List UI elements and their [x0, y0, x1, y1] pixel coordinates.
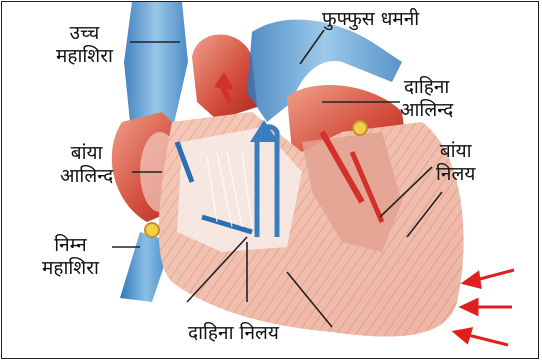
superior-vena-cava-shape: [124, 2, 188, 132]
label-superior-vena-cava: उच्च महाशिरा: [56, 22, 113, 68]
label-right-atrium-upper: दाहिना आलिन्द: [400, 76, 453, 122]
label-inferior-vena-cava: निम्न महाशिरा: [42, 234, 99, 280]
label-left-ventricle: बांया निलय: [436, 140, 475, 186]
label-pulmonary-artery: फुफ्फुस धमनी: [322, 8, 419, 31]
heartbeat-arrows: [455, 270, 514, 345]
label-right-ventricle: दाहिना निलय: [188, 322, 279, 345]
label-left-atrium: बांया आलिन्द: [60, 142, 113, 188]
